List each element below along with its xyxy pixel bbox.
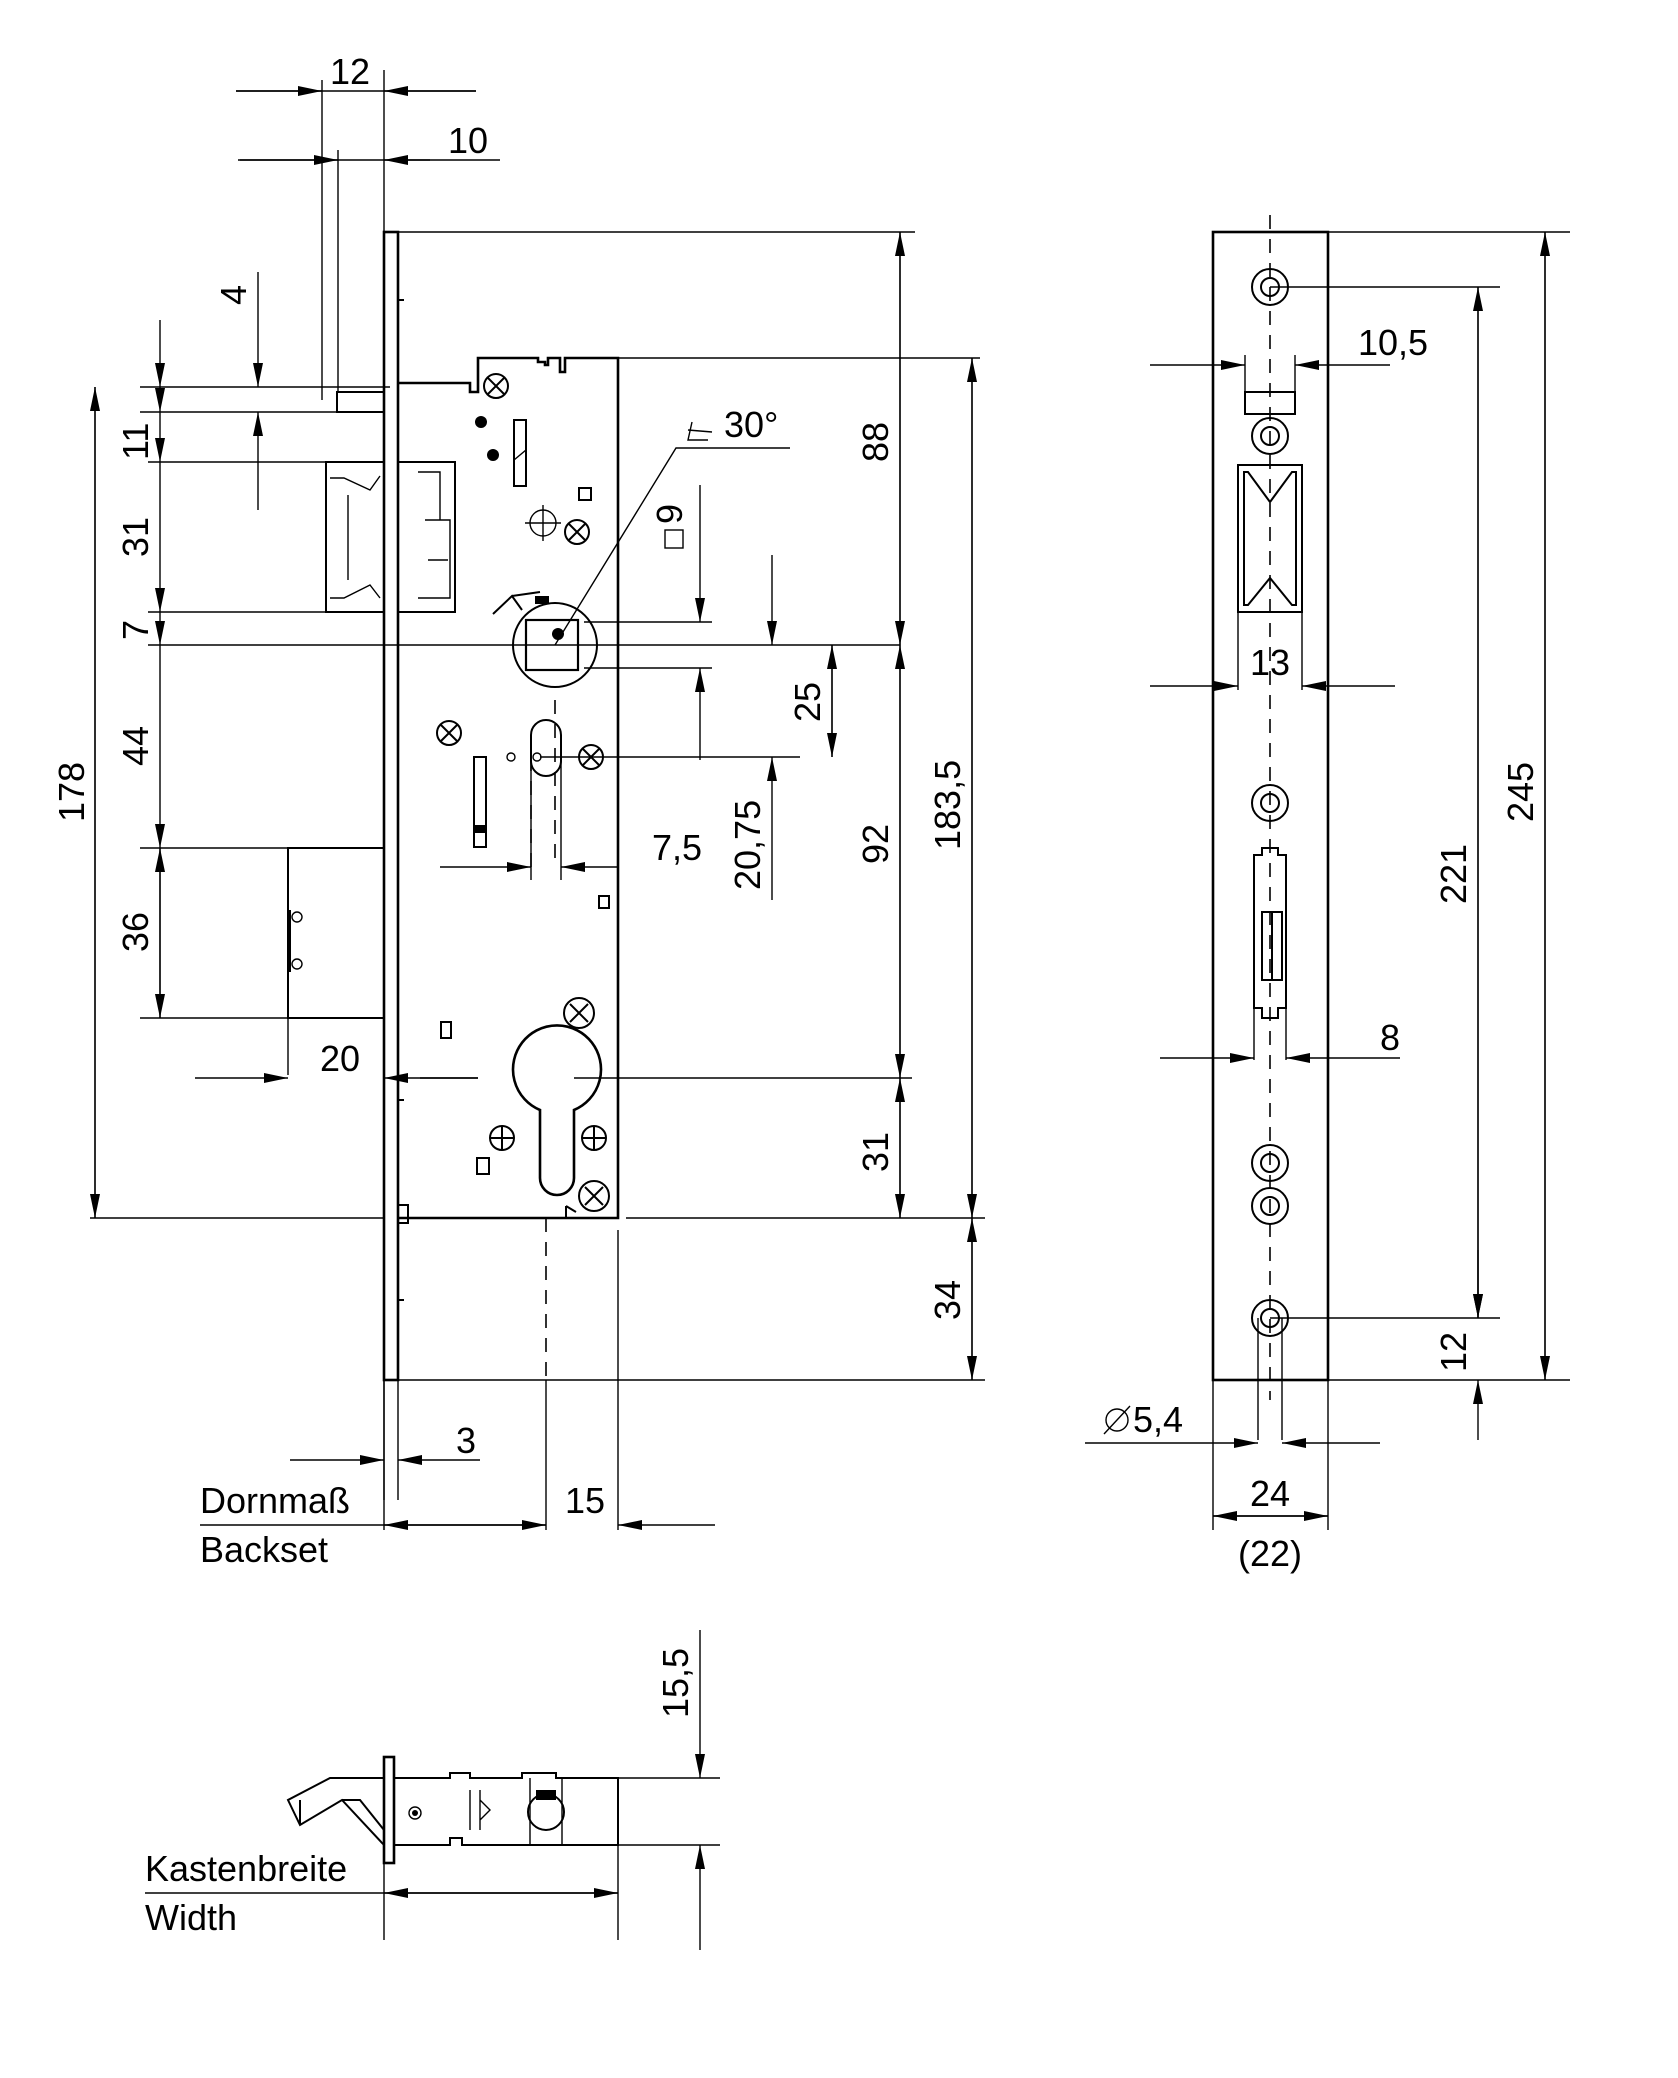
dim-22: (22) bbox=[1238, 1533, 1302, 1574]
dim-12: 12 bbox=[330, 51, 370, 92]
lock-case bbox=[398, 356, 620, 1220]
dim-12-side: 12 bbox=[1433, 1332, 1474, 1372]
dim-44: 44 bbox=[115, 726, 156, 766]
dead-bolt bbox=[287, 847, 385, 1019]
width-label-de: Kastenbreite bbox=[145, 1848, 347, 1889]
screw-hole-icon bbox=[1251, 1187, 1289, 1225]
dim-4: 4 bbox=[213, 285, 254, 305]
dim-88: 88 bbox=[855, 422, 896, 462]
bottom-view: 15,5 Kastenbreite Width bbox=[145, 1630, 720, 1950]
dim-25: 25 bbox=[787, 682, 828, 722]
dim-245: 245 bbox=[1500, 762, 1541, 822]
slot bbox=[513, 419, 527, 487]
backset-label-en: Backset bbox=[200, 1529, 328, 1570]
dim-183-5: 183,5 bbox=[927, 760, 968, 850]
dim-221: 221 bbox=[1433, 844, 1474, 904]
pin-icon bbox=[487, 449, 499, 461]
dim-3: 3 bbox=[456, 1420, 476, 1461]
screw-icon-8 bbox=[578, 1180, 610, 1212]
screw-hole-icon bbox=[1251, 784, 1289, 822]
dim-92: 92 bbox=[855, 824, 896, 864]
latch-tip bbox=[286, 1777, 385, 1846]
dim-24: 24 bbox=[1250, 1473, 1290, 1514]
dim-31-top: 31 bbox=[115, 517, 156, 557]
dim-15-5: 15,5 bbox=[655, 1648, 696, 1718]
dim-15: 15 bbox=[565, 1480, 605, 1521]
dim-square-9: 9 bbox=[649, 504, 690, 524]
follower bbox=[492, 591, 598, 688]
backset-label-de: Dornmaß bbox=[200, 1480, 350, 1521]
front-view: 12 10 4 11 31 7 44 36 178 20 88 bbox=[51, 51, 985, 1570]
dim-36: 36 bbox=[115, 912, 156, 952]
diameter-icon bbox=[1105, 1408, 1129, 1432]
screw-icon-2 bbox=[564, 519, 590, 545]
dim-13: 13 bbox=[1250, 642, 1290, 683]
screw-icon-3 bbox=[436, 720, 462, 746]
auxiliary-latch bbox=[336, 391, 385, 413]
dim-11: 11 bbox=[115, 423, 156, 460]
dim-178: 178 bbox=[51, 762, 92, 822]
case-outline bbox=[393, 1772, 619, 1846]
dim-20-75: 20,75 bbox=[727, 800, 768, 890]
cylinder-profile bbox=[511, 1024, 603, 1197]
faceplate bbox=[382, 230, 400, 1382]
dim-8: 8 bbox=[1380, 1017, 1400, 1058]
width-label-en: Width bbox=[145, 1897, 237, 1938]
dim-31-bottom: 31 bbox=[855, 1132, 896, 1172]
dim-10: 10 bbox=[448, 120, 488, 161]
dim-10-5: 10,5 bbox=[1358, 322, 1428, 363]
dim-dia-5-4: 5,4 bbox=[1133, 1399, 1183, 1440]
oval-slot bbox=[530, 719, 562, 777]
screw-icon-6 bbox=[489, 1125, 515, 1151]
screw-icon-5 bbox=[563, 997, 595, 1029]
screw-icon-7 bbox=[581, 1125, 607, 1151]
screw-hole-icon bbox=[1251, 417, 1289, 455]
side-view: 10,5 13 8 221 245 12 5,4 24 (22) bbox=[1085, 215, 1570, 1574]
screw-hole-icon bbox=[1251, 1144, 1289, 1182]
dim-7: 7 bbox=[115, 620, 156, 640]
dim-7-5: 7,5 bbox=[652, 827, 702, 868]
angle-30: 30° bbox=[724, 404, 778, 445]
dim-20: 20 bbox=[320, 1038, 360, 1079]
latch-bolt bbox=[325, 461, 456, 613]
screw-icon-1 bbox=[483, 373, 509, 399]
pin-icon bbox=[475, 416, 487, 428]
dim-34: 34 bbox=[927, 1280, 968, 1320]
faceplate-edge bbox=[382, 1755, 396, 1865]
